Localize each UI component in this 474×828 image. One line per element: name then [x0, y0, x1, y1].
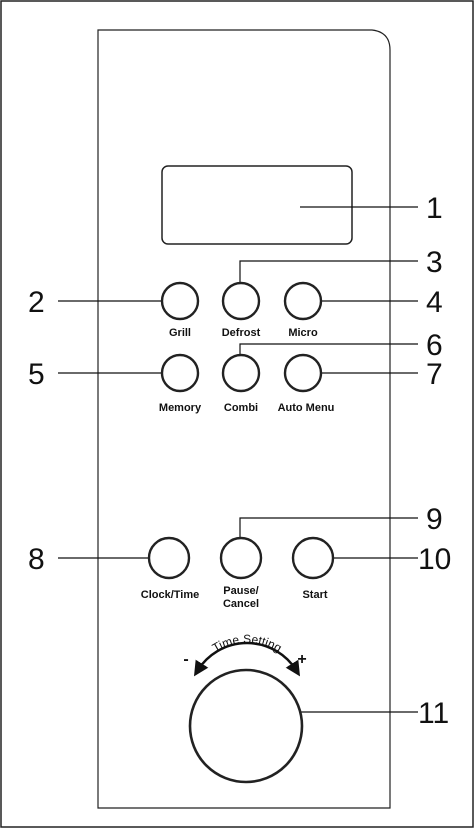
memory-button[interactable] [160, 353, 200, 393]
grill-label: Grill [169, 327, 191, 339]
micro-label: Micro [288, 327, 318, 339]
panel-outline [97, 29, 391, 809]
callout-3: 3 [426, 246, 443, 279]
callout-7: 7 [426, 358, 443, 391]
callout-6: 6 [426, 329, 443, 362]
callout-numbers: 1 2 3 4 5 6 7 11 8 9 10 [28, 192, 451, 730]
leader-9 [239, 517, 418, 542]
clock-time-label: Clock/Time [141, 589, 200, 601]
leader-lines [58, 206, 418, 713]
clock-time-button[interactable] [147, 536, 191, 580]
pause-cancel-button[interactable] [219, 536, 263, 580]
callout-11: 11 [418, 697, 449, 730]
pause-label-line2: Cancel [223, 598, 259, 610]
button-row-3: Clock/Time Pause/Cancel Start [141, 536, 335, 610]
time-setting-label: Time Setting [210, 632, 285, 655]
start-button[interactable] [291, 536, 335, 580]
defrost-label: Defrost [222, 327, 261, 339]
callout-5: 5 [28, 358, 45, 391]
callout-2: 2 [28, 286, 45, 319]
callout-4: 4 [426, 286, 443, 319]
micro-button[interactable] [283, 281, 323, 321]
display-window [161, 165, 353, 245]
callout-10: 10 [418, 543, 451, 576]
callout-8: 8 [28, 543, 45, 576]
dial-arc-arrow [193, 641, 301, 677]
grill-button[interactable] [160, 281, 200, 321]
auto-menu-button[interactable] [283, 353, 323, 393]
auto-menu-label: Auto Menu [278, 402, 335, 414]
button-row-1: Grill Defrost Micro [160, 281, 323, 339]
time-setting-knob[interactable] [188, 668, 304, 784]
pause-label-line1: Pause/ [223, 585, 258, 597]
callout-1: 1 [426, 192, 443, 225]
plus-sign: + [297, 651, 306, 668]
leader-6 [239, 343, 418, 357]
button-row-2: Memory Combi Auto Menu [159, 353, 335, 414]
time-setting-dial: Time Setting - + [183, 632, 307, 784]
combi-button[interactable] [221, 353, 261, 393]
callout-9: 9 [426, 503, 443, 536]
leader-3 [239, 260, 418, 286]
start-label: Start [302, 589, 327, 601]
combi-label: Combi [224, 402, 258, 414]
minus-sign: - [183, 651, 188, 668]
defrost-button[interactable] [221, 281, 261, 321]
memory-label: Memory [159, 402, 202, 414]
